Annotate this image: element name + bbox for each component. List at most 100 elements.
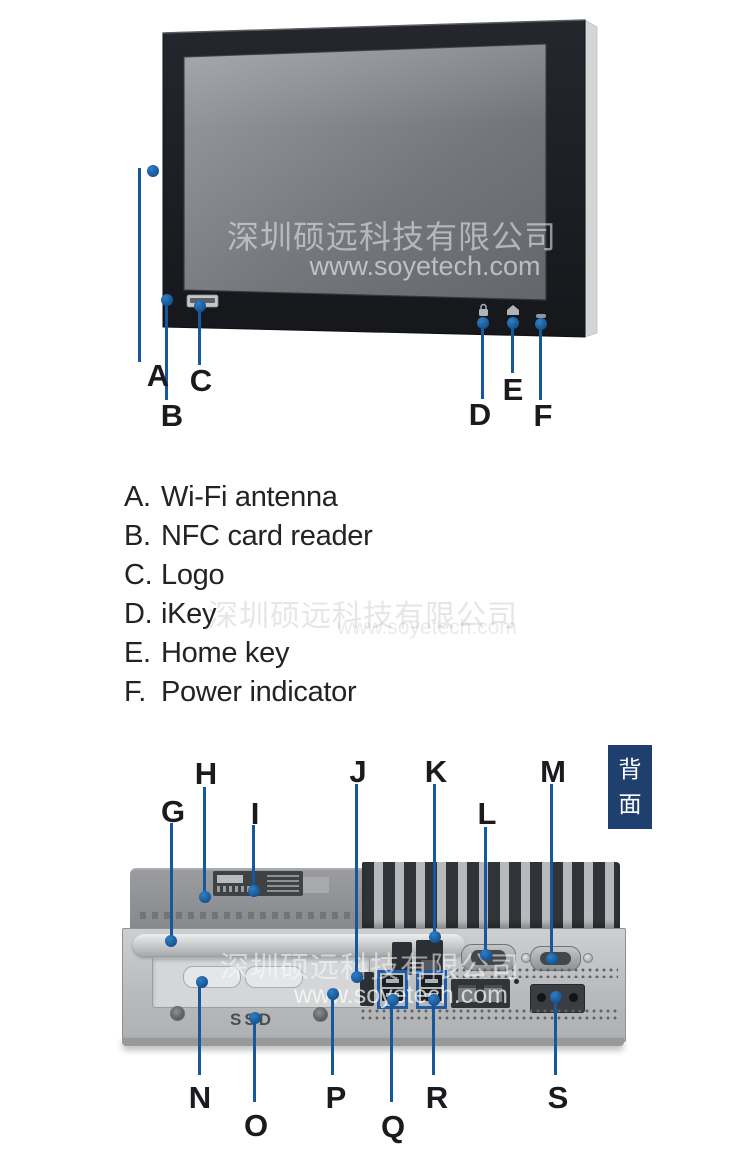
- terminal-screw: [537, 993, 546, 1002]
- blank-port-cutout-left: [183, 966, 241, 988]
- leader-dot-k: [429, 931, 441, 943]
- callout-s: S: [547, 1080, 569, 1115]
- leader-line-n: [198, 985, 201, 1075]
- callout-a: A: [146, 358, 170, 393]
- legend-item-d: D. iKey: [124, 598, 372, 637]
- legend-name: NFC card reader: [161, 520, 373, 552]
- io-port-dark: [392, 942, 412, 975]
- legend-item-b: B. NFC card reader: [124, 520, 373, 559]
- leader-line-j: [355, 784, 358, 974]
- leader-dot-f: [535, 318, 547, 330]
- leader-dot-g: [165, 935, 177, 947]
- legend-item-e: E. Home key: [124, 637, 372, 676]
- leader-dot-c: [194, 300, 206, 312]
- callout-d: D: [468, 397, 492, 432]
- bezel-top-highlight: [162, 19, 586, 34]
- heatsink-fins: [362, 862, 620, 930]
- panel-pc-front-illustration: [162, 19, 598, 338]
- callout-k: K: [424, 754, 448, 789]
- callout-n: N: [188, 1080, 212, 1115]
- leader-line-m: [550, 784, 553, 956]
- leader-dot-o: [249, 1012, 261, 1024]
- callout-c: C: [189, 363, 213, 398]
- callout-o: O: [243, 1108, 269, 1143]
- legend-item-a: A. Wi-Fi antenna: [124, 481, 372, 520]
- leader-line-b: [165, 301, 168, 400]
- callout-m: M: [540, 754, 566, 789]
- leader-line-e: [511, 327, 514, 373]
- leader-dot-h: [199, 891, 211, 903]
- leader-line-s: [554, 999, 557, 1075]
- legend-item-f: F. Power indicator: [124, 676, 372, 715]
- leader-dot-a: [147, 165, 159, 177]
- leader-line-o: [253, 1020, 256, 1102]
- back-side-badge: 背 面: [608, 745, 652, 829]
- power-led: [536, 314, 546, 318]
- leader-dot-j: [351, 971, 363, 983]
- spec-label-tail: [303, 877, 329, 893]
- leader-line-p: [331, 997, 334, 1075]
- chassis-hole: [514, 979, 519, 984]
- usb-slot: [421, 975, 442, 987]
- leader-dot-r: [428, 994, 440, 1006]
- leader-line-d: [481, 327, 484, 399]
- leader-dot-e: [507, 317, 519, 329]
- leader-line-h: [203, 787, 206, 895]
- lan-port-inner: [421, 960, 438, 970]
- callout-q: Q: [380, 1109, 406, 1144]
- leader-dot-q: [387, 994, 399, 1006]
- badge-char-2: 面: [618, 791, 642, 818]
- leader-line-f: [539, 328, 542, 400]
- lan-jack: [484, 985, 502, 1002]
- terminal-screw: [569, 993, 578, 1002]
- callout-g: G: [160, 794, 186, 829]
- panel-screw: [313, 1007, 328, 1022]
- callout-e: E: [502, 372, 524, 407]
- callout-i: I: [250, 796, 260, 831]
- legend-letter: F.: [124, 676, 146, 708]
- ikey-icon: [479, 303, 488, 316]
- legend-list: A. Wi-Fi antenna B. NFC card reader C. L…: [124, 481, 373, 715]
- connector-screw: [583, 953, 593, 963]
- chassis-bottom-edge: [122, 1038, 624, 1046]
- leader-dot-p: [327, 988, 339, 1000]
- leader-dot-n: [196, 976, 208, 988]
- vent-dot-band-lower: [361, 1009, 619, 1023]
- legend-name: Power indicator: [161, 676, 357, 708]
- usb-port-j: [360, 972, 374, 1006]
- sticker-block: [217, 875, 243, 883]
- leader-line-r: [432, 1002, 435, 1075]
- legend-letter: C.: [124, 559, 153, 591]
- legend-name: Home key: [161, 637, 290, 669]
- legend-letter: D.: [124, 598, 153, 630]
- legend-name: Wi-Fi antenna: [161, 481, 338, 513]
- connector-screw: [521, 953, 531, 963]
- screen-reflection: [184, 44, 546, 128]
- leader-line-g: [170, 823, 173, 938]
- legend-name: Logo: [161, 559, 225, 591]
- top-vent-dashes: [140, 912, 352, 919]
- legend-letter: B.: [124, 520, 151, 552]
- leader-line-i: [252, 825, 255, 889]
- badge-char-1: 背: [618, 755, 642, 782]
- legend-item-c: C. Logo: [124, 559, 372, 598]
- callout-l: L: [477, 796, 497, 831]
- callout-h: H: [194, 756, 218, 791]
- callout-j: J: [349, 754, 367, 789]
- lan-jack: [458, 985, 476, 1002]
- sticker-lines: [217, 886, 259, 892]
- leader-dot-l: [480, 949, 492, 961]
- vent-dot-band-upper: [448, 968, 618, 978]
- leader-dot-s: [550, 991, 562, 1003]
- leader-dot-i: [248, 885, 260, 897]
- leader-line-a: [138, 168, 141, 362]
- callout-r: R: [425, 1080, 449, 1115]
- dual-lan-ports: [451, 979, 510, 1008]
- leader-line-l: [484, 827, 487, 953]
- legend-letter: E.: [124, 637, 151, 669]
- callout-p: P: [325, 1080, 347, 1115]
- home-icon: [507, 305, 519, 315]
- monitor-side-face: [584, 19, 598, 338]
- legend-letter: A.: [124, 481, 151, 513]
